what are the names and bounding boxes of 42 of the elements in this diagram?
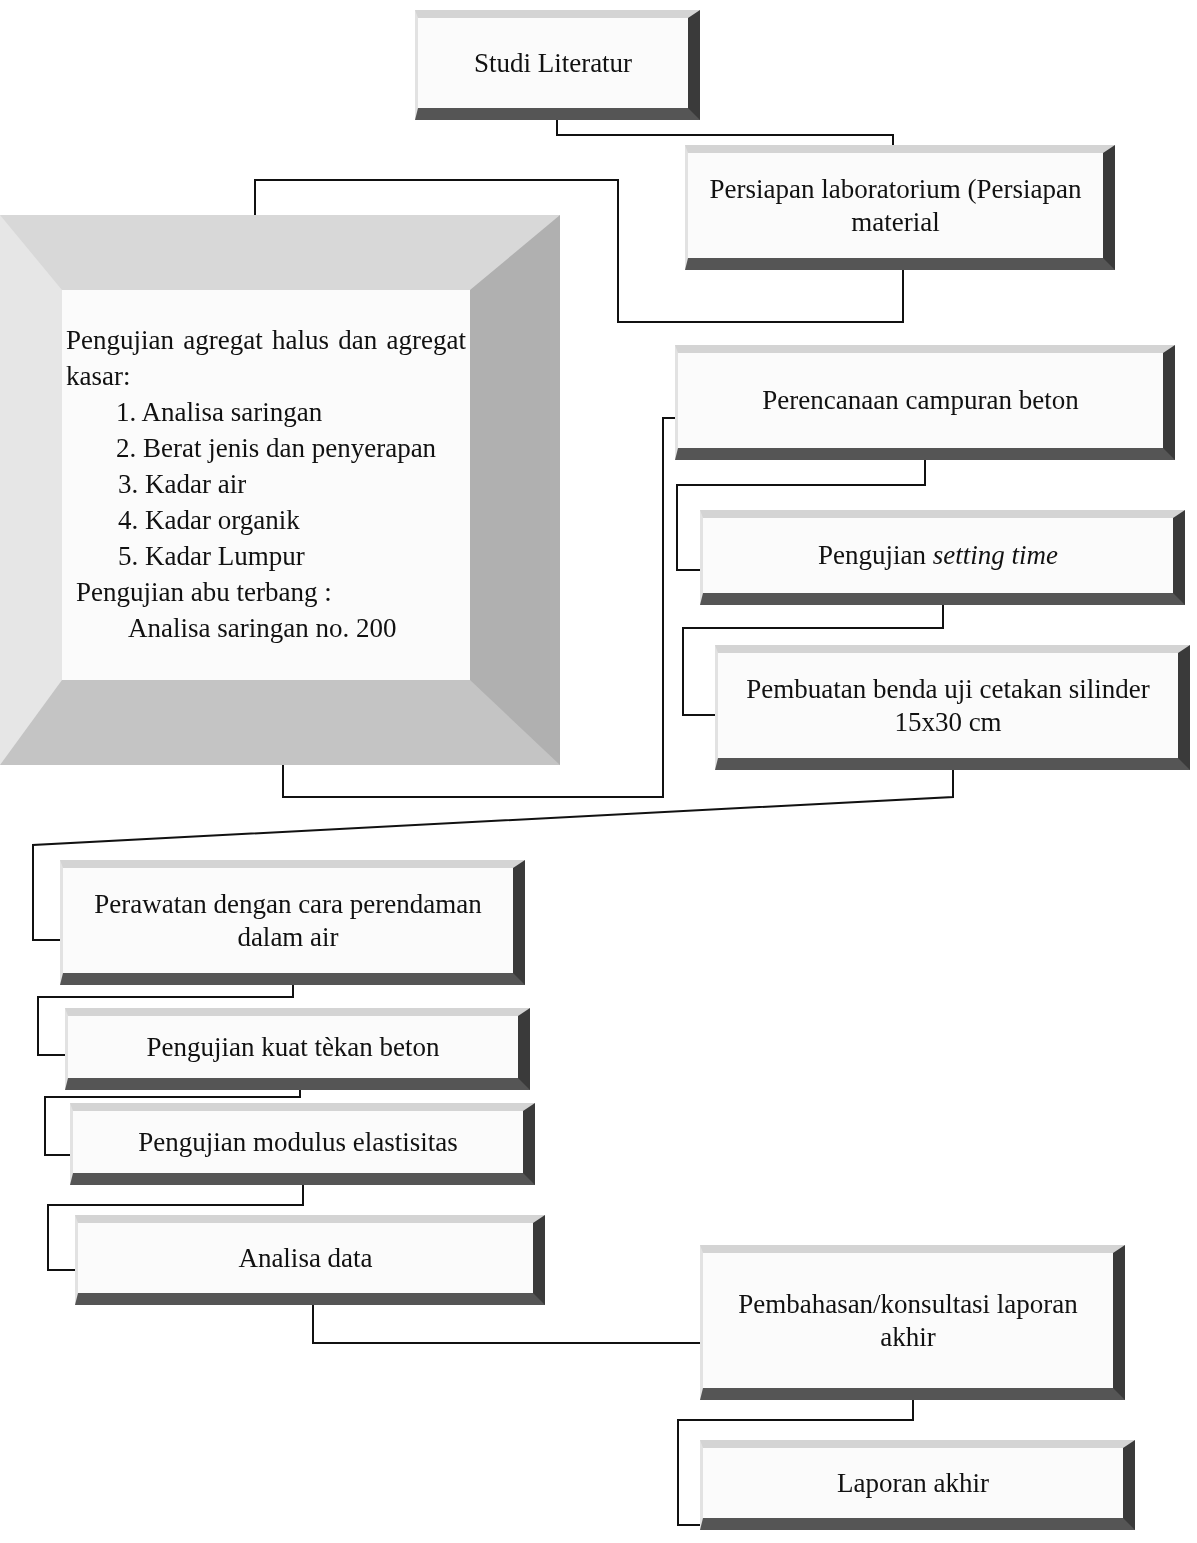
process-box xyxy=(700,510,1185,605)
process-box xyxy=(60,860,525,985)
process-box xyxy=(65,1008,530,1090)
connector-line xyxy=(682,604,944,716)
process-box xyxy=(700,1245,1125,1400)
connector-line xyxy=(677,1399,914,1526)
connector-line xyxy=(44,1089,301,1156)
box-text: Pengujian kuat tèkan beton xyxy=(146,1030,440,1064)
process-box xyxy=(675,345,1175,460)
box-text: Persiapan laboratorium (Persiapan material xyxy=(708,173,1083,238)
box-text: Analisa data xyxy=(238,1241,373,1275)
list-text: 4. Kadar organik xyxy=(117,503,301,537)
box-text: Studi Literatur xyxy=(473,46,633,80)
process-box xyxy=(700,1440,1135,1530)
box-text: Pengujian modulus elastisitas xyxy=(138,1125,458,1159)
process-box xyxy=(75,1215,545,1305)
process-box xyxy=(0,215,560,765)
process-box xyxy=(685,145,1115,270)
connector-line xyxy=(556,119,894,146)
box-text: Pembuatan benda uji cetakan silinder 15x30 cm xyxy=(745,673,1151,738)
list-text: 3. Kadar air xyxy=(117,468,248,502)
list-text: Pengujian abu terbang : xyxy=(75,575,333,609)
list-text: Pengujian agregat halus dan agregat kasar: xyxy=(66,324,466,394)
box-text: Pembahasan/konsultasi laporan akhir xyxy=(737,1288,1079,1353)
process-box xyxy=(415,10,700,120)
connector-line xyxy=(312,1304,701,1344)
box-text: Laporan akhir xyxy=(836,1466,990,1500)
list-text: 5. Kadar Lumpur xyxy=(117,539,306,573)
connector-line xyxy=(254,179,904,323)
connector-line xyxy=(676,459,926,571)
list-text: 2. Berat jenis dan penyerapan xyxy=(115,432,438,466)
connector-line xyxy=(32,769,954,941)
box-text: Perencanaan campuran beton xyxy=(762,384,1079,417)
list-text: Analisa saringan no. 200 xyxy=(127,611,398,645)
connector-line xyxy=(47,1184,304,1271)
process-box xyxy=(70,1103,535,1185)
box-text: Perawatan dengan cara perendaman dalam air xyxy=(93,888,483,953)
connector-line xyxy=(282,417,676,798)
box-text: Pengujian setting time xyxy=(818,539,1058,572)
list-text: 1. Analisa saringan xyxy=(115,396,324,430)
connector-line xyxy=(37,984,294,1056)
process-box xyxy=(715,645,1190,770)
